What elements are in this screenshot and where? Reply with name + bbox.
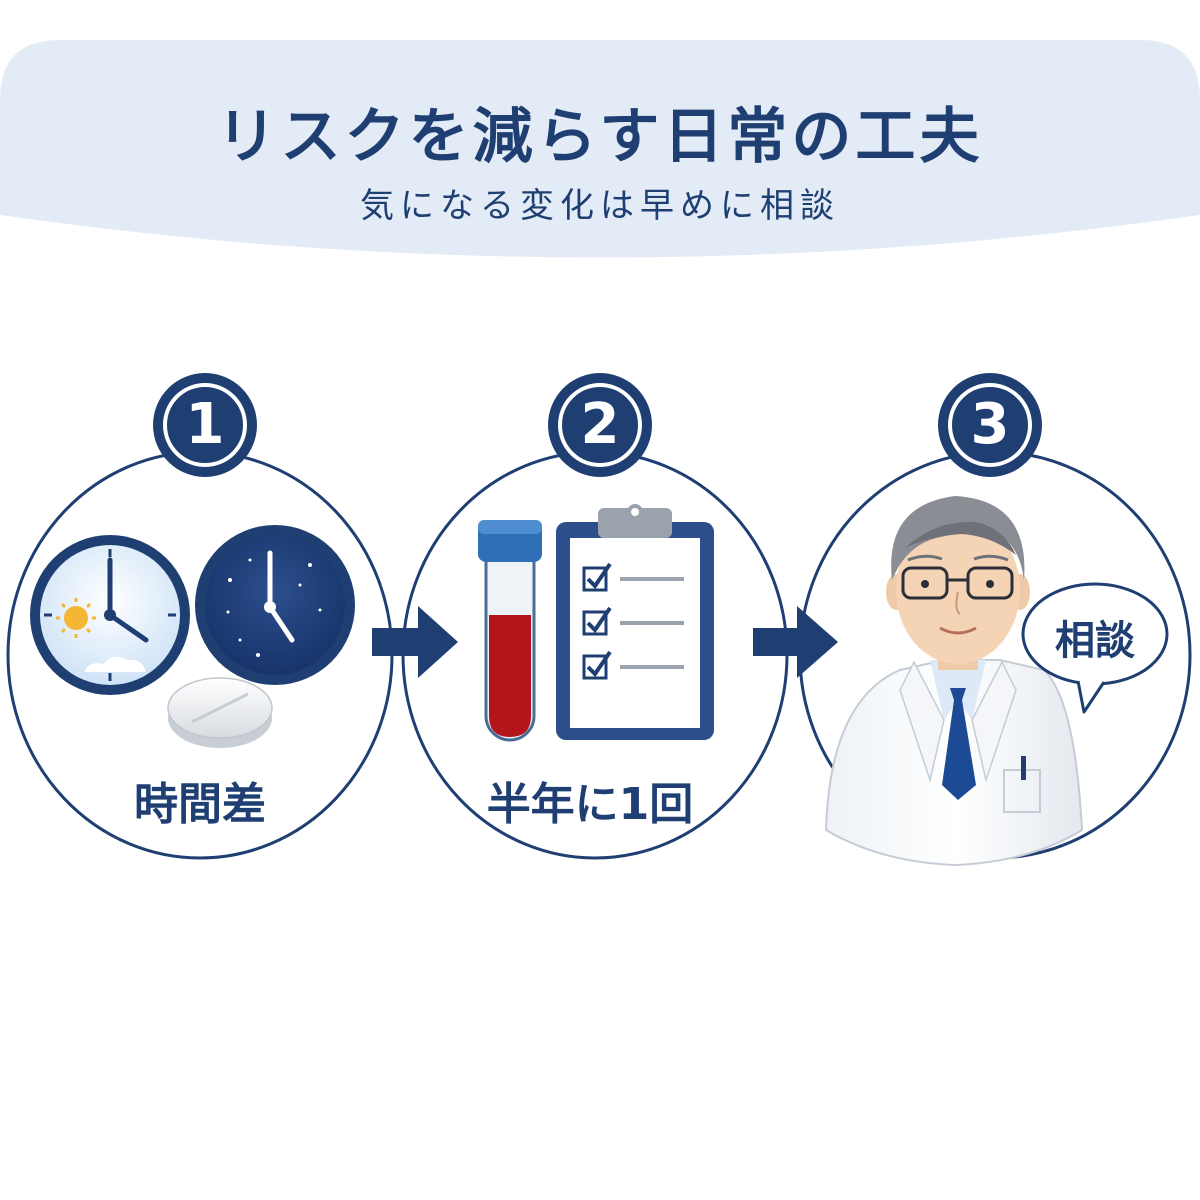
step-3-badge (938, 373, 1042, 477)
step-1-badge (153, 373, 257, 477)
night-clock-icon (195, 525, 355, 685)
header-banner (0, 40, 1200, 275)
step-1-number: 1 (185, 392, 225, 457)
arrow-right-icon (372, 606, 458, 678)
blood-tube-icon (478, 520, 542, 742)
check-item (582, 606, 684, 636)
page-title: リスクを減らす日常の工夫 (216, 102, 984, 172)
step-1-label: 時間差 (134, 779, 266, 830)
step-2-label: 半年に1回 (486, 779, 694, 830)
pill-icon (167, 677, 273, 748)
speech-bubble-text: 相談 (1055, 618, 1135, 664)
speech-bubble-icon (1021, 582, 1169, 714)
step-3-number: 3 (970, 392, 1010, 457)
day-clock-icon (30, 535, 190, 695)
check-item (582, 562, 684, 592)
doctor-icon (824, 496, 1084, 867)
page-subtitle: 気になる変化は早めに相談 (360, 186, 840, 226)
step-2-number: 2 (580, 392, 620, 457)
check-item (582, 650, 684, 680)
checklist-clipboard-icon (556, 504, 714, 740)
arrow-right-icon (753, 606, 838, 678)
step-2-badge (548, 373, 652, 477)
header-background (0, 40, 1200, 258)
